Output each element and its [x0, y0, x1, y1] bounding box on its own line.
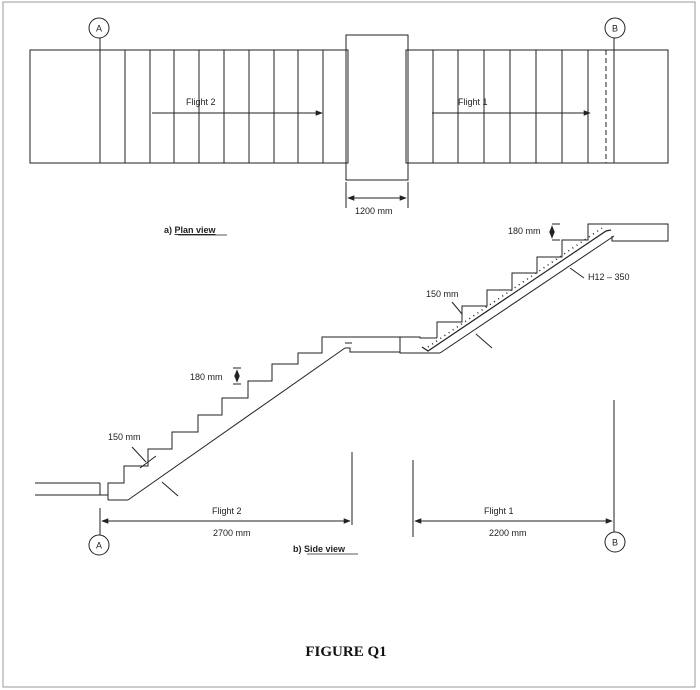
- plan-flight-2-outline: [29, 49, 349, 164]
- marker-a-top-label: A: [96, 24, 102, 34]
- plan-view-caption: a) Plan view: [164, 225, 217, 235]
- rebar-label: H12 – 350: [588, 272, 630, 282]
- plan-caption-title: Plan view: [175, 225, 217, 235]
- plan-view: [29, 34, 669, 208]
- flight-1-rebar: [421, 229, 612, 352]
- riser-dim-lower-label: 180 mm: [190, 372, 223, 382]
- tread-dim-lower-label: 150 mm: [108, 432, 141, 442]
- riser-dim-upper-label: 180 mm: [508, 226, 541, 236]
- marker-a-bottom-label: A: [96, 541, 102, 551]
- marker-b-top-label: B: [612, 24, 618, 34]
- side-view-caption: b) Side view: [293, 544, 346, 554]
- side-view: [35, 223, 669, 537]
- plan-flight-1-outline: [405, 49, 669, 164]
- side-flight-2-dim: 2700 mm: [213, 528, 251, 538]
- grid-marker-a-bottom: A: [88, 534, 110, 556]
- plan-landing-dim-label: 1200 mm: [355, 206, 393, 216]
- tread-dim-upper-label: 150 mm: [426, 289, 459, 299]
- grid-marker-a-top: A: [88, 17, 110, 39]
- plan-flight-2-treads: [99, 50, 324, 163]
- side-caption-title: Side view: [304, 544, 346, 554]
- marker-b-bottom-label: B: [612, 538, 618, 548]
- grid-marker-b-bottom: B: [604, 531, 626, 553]
- plan-flight-1-treads: [432, 50, 615, 163]
- side-flight-2-label: Flight 2: [212, 506, 242, 516]
- plan-landing: [345, 34, 409, 181]
- flight-1-steps: [436, 223, 669, 338]
- plan-flight-1-label: Flight 1: [458, 97, 488, 107]
- flight-2-steps: [107, 336, 400, 500]
- plan-flight-2-label: Flight 2: [186, 97, 216, 107]
- side-flight-1-dim: 2200 mm: [489, 528, 527, 538]
- grid-marker-b-top: B: [604, 17, 626, 39]
- side-caption-prefix: b): [293, 544, 304, 554]
- plan-caption-prefix: a): [164, 225, 175, 235]
- figure-title: FIGURE Q1: [305, 644, 386, 660]
- side-flight-1-label: Flight 1: [484, 506, 514, 516]
